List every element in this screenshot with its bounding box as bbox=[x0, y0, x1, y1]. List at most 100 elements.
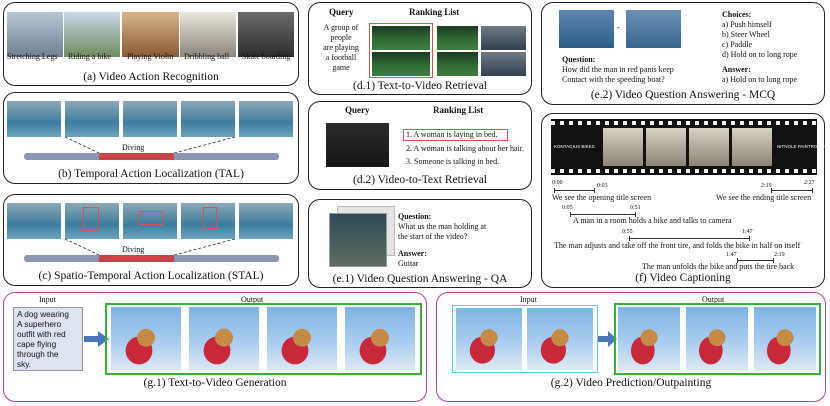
caption-ending: We see the ending title screen bbox=[716, 193, 812, 202]
predicted-frame-2 bbox=[686, 307, 748, 371]
query-video bbox=[326, 123, 389, 167]
input-frames-box bbox=[452, 305, 598, 373]
time-0-03: 0:03 bbox=[597, 183, 608, 189]
segment-line bbox=[554, 190, 594, 191]
ranking-item-3: 3. Someone is talking in bed. bbox=[406, 157, 500, 166]
segment-line bbox=[629, 238, 749, 239]
generated-frame-2 bbox=[189, 307, 259, 371]
segment-line bbox=[737, 260, 773, 261]
strip-frame-1 bbox=[603, 128, 643, 166]
input-frame-1 bbox=[456, 308, 522, 370]
caption-a: (a) Video Action Recognition bbox=[83, 71, 219, 83]
caption-opening: We see the opening title screen bbox=[552, 193, 652, 202]
top-result-highlight bbox=[403, 129, 508, 141]
thumb-playing-violin bbox=[122, 12, 179, 57]
question-label: Question: bbox=[562, 55, 596, 64]
result-video-3b bbox=[481, 52, 526, 76]
frame-3 bbox=[123, 203, 177, 239]
panel-video-to-text-retrieval: Query Ranking List 1. A woman is laying … bbox=[308, 101, 532, 190]
film-perforations-top bbox=[551, 121, 817, 125]
choice-d: d) Hold on to long rope bbox=[722, 50, 798, 59]
generated-frame-1 bbox=[111, 307, 181, 371]
output-label: Output bbox=[702, 295, 725, 304]
bbox bbox=[203, 207, 217, 229]
input-label: Input bbox=[520, 295, 537, 304]
text-prompt-box: A dog wearing A superhero outfit with re… bbox=[13, 307, 83, 371]
ranking-header: Ranking List bbox=[409, 7, 460, 17]
bbox bbox=[139, 211, 163, 225]
result-video-2a bbox=[437, 26, 478, 50]
tick bbox=[594, 188, 595, 193]
input-frame-2 bbox=[527, 308, 593, 370]
dashed-connectors bbox=[64, 238, 236, 256]
video-frame-2 bbox=[626, 10, 681, 48]
frame-4 bbox=[181, 203, 235, 239]
answer-text: a) Hold on to long rope bbox=[722, 75, 797, 84]
label-playing-violin: Playing Violin bbox=[127, 52, 174, 61]
ranking-item-2: 2. A woman is talking about her hair. bbox=[406, 144, 524, 153]
panel-spatio-temporal-localization: Diving (c) Spatio-Temporal Action Locali… bbox=[3, 194, 299, 286]
time-2-19: 2:19 bbox=[761, 183, 772, 189]
prompt-line: sky. bbox=[17, 360, 31, 369]
tick bbox=[812, 188, 813, 193]
panel-video-prediction: Input Output (g.2) Video Prediction/Outp… bbox=[436, 292, 826, 402]
caption-c: (c) Spatio-Temporal Action Localization … bbox=[38, 270, 264, 282]
panel-text-to-video-generation: Input Output A dog wearing A superhero o… bbox=[3, 292, 427, 402]
result-video-2b bbox=[437, 52, 478, 76]
frame-2 bbox=[65, 203, 119, 239]
arrow-icon bbox=[598, 331, 617, 347]
panel-video-qa: Question: What us the man holding at the… bbox=[308, 199, 532, 288]
arrow-icon bbox=[84, 331, 109, 347]
caption-f: (f) Video Captioning bbox=[635, 272, 731, 284]
film-strip: KONTAGIUS BIKES NITNOLE PAINTROOM bbox=[551, 119, 825, 175]
prompt-line: outfit with red bbox=[17, 330, 66, 339]
frame-separator: - bbox=[617, 23, 620, 32]
frame-4 bbox=[181, 101, 235, 137]
segment-line bbox=[771, 190, 812, 191]
time-1-47: 1:47 bbox=[742, 229, 753, 235]
video-cube-front bbox=[329, 213, 387, 267]
frame-1 bbox=[7, 101, 61, 137]
action-label: Diving bbox=[122, 143, 145, 152]
choice-c: c) Paddle bbox=[722, 40, 752, 49]
strip-frame-3 bbox=[689, 128, 729, 166]
caption-g1: (g.1) Text-to-Video Generation bbox=[143, 377, 287, 389]
label-skate-boarding: Skate boarding bbox=[242, 52, 291, 61]
question-line-1: How did the man in red pants keep bbox=[562, 65, 674, 74]
ranking-header: Ranking List bbox=[433, 105, 484, 115]
caption-folds-bike: The man adjusts and take off the front t… bbox=[554, 241, 801, 250]
thumb-skate-boarding bbox=[238, 12, 294, 57]
caption-unfolds-bike: The man unfolds the bike and puts the ti… bbox=[642, 262, 795, 271]
frame-3 bbox=[123, 101, 177, 137]
predicted-frame-1 bbox=[618, 307, 680, 371]
label-stretching-legs: Stretching Legs bbox=[7, 52, 58, 61]
strip-title-left: KONTAGIUS BIKES bbox=[554, 144, 595, 149]
label-riding-bike: Riding a bike bbox=[68, 52, 112, 61]
prompt-line: cape flying bbox=[17, 340, 57, 349]
choice-b: b) Steer Wheel bbox=[722, 30, 770, 39]
question-label: Question: bbox=[398, 212, 432, 221]
caption-e1: (e.1) Video Question Answering - QA bbox=[332, 273, 508, 285]
time-0-05: 0:05 bbox=[562, 205, 573, 211]
strip-title-right: NITNOLE PAINTROOM bbox=[777, 144, 825, 149]
caption-e2: (e.2) Video Question Answering - MCQ bbox=[590, 89, 776, 101]
panel-text-to-video-retrieval: Query Ranking List A group of people are… bbox=[308, 2, 532, 95]
caption-g2: (g.2) Video Prediction/Outpainting bbox=[550, 377, 712, 389]
caption-d1: (d.1) Text-to-Video Retrieval bbox=[352, 80, 487, 92]
answer-label: Answer: bbox=[722, 65, 751, 74]
segment-line bbox=[570, 214, 635, 215]
caption-d2: (d.2) Video-to-Text Retrieval bbox=[352, 174, 487, 186]
frame-1 bbox=[7, 203, 61, 239]
label-dribbling-ball: Dribbling ball bbox=[184, 52, 230, 61]
thumb-stretching-legs bbox=[7, 12, 63, 57]
output-label: Output bbox=[241, 295, 264, 304]
time-1-47-b: 1:47 bbox=[726, 252, 737, 258]
time-0-55: 0:55 bbox=[622, 229, 633, 235]
panel-video-qa-mcq: - Question: How did the man in red pants… bbox=[541, 2, 825, 105]
predicted-frame-3 bbox=[754, 307, 816, 371]
tick bbox=[749, 236, 750, 241]
time-0-00: 0:00 bbox=[552, 180, 563, 186]
generated-frame-4 bbox=[345, 307, 415, 371]
frame-2 bbox=[65, 101, 119, 137]
answer-label: Answer: bbox=[398, 249, 427, 258]
